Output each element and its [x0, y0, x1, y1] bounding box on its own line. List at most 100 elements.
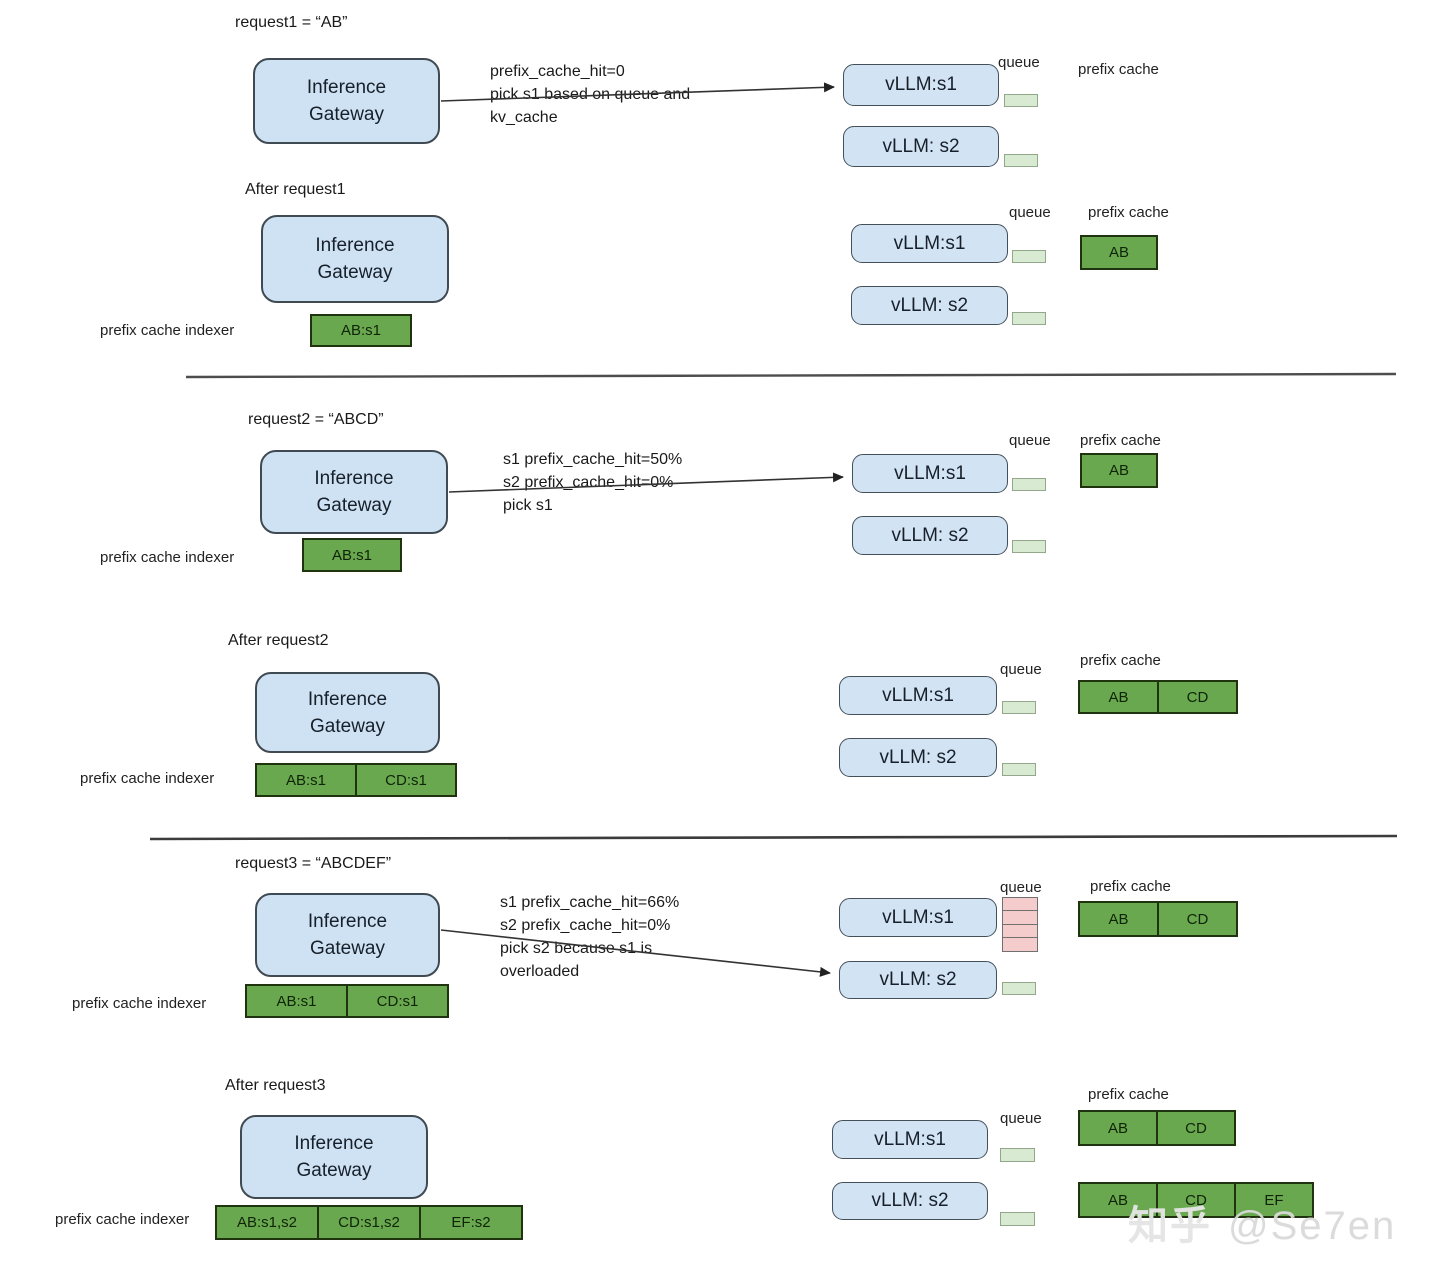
- cache-cell: AB: [1080, 235, 1158, 270]
- inference-gateway-box: Inference Gateway: [261, 215, 449, 303]
- inference-gateway-box: Inference Gateway: [260, 450, 448, 534]
- queue-label: queue: [1009, 204, 1051, 221]
- cache-cell: AB: [1080, 453, 1158, 488]
- request3-title: request3 = “ABCDEF”: [235, 855, 392, 872]
- cache-cell: CD: [1156, 1182, 1236, 1218]
- gateway-label-line2: Gateway: [296, 1160, 372, 1181]
- prefix-cache-indexer-label: prefix cache indexer: [55, 1211, 190, 1228]
- gateway-label-line2: Gateway: [317, 262, 393, 283]
- vllm-s2-box: vLLM: s2: [851, 286, 1008, 325]
- cache-cell: AB: [1078, 1110, 1158, 1146]
- section-divider: [185, 372, 1397, 379]
- queue-indicator-s2: [1004, 154, 1038, 167]
- gateway-label-line1: Inference: [315, 235, 395, 256]
- queue-indicator-s2: [1002, 982, 1036, 995]
- watermark: 知乎@Se7en: [1128, 1193, 1396, 1251]
- request3-note: s1 prefix_cache_hit=66% s2 prefix_cache_…: [500, 891, 679, 983]
- cache-cell: CD: [1156, 1110, 1236, 1146]
- note-line: s1 prefix_cache_hit=50%: [503, 451, 683, 468]
- vllm-s1-box: vLLM:s1: [843, 64, 999, 106]
- indexer-row: AB:s1 CD:s1: [245, 984, 449, 1018]
- queue-indicator-s2: [1012, 312, 1046, 325]
- indexer-cell: AB:s1: [245, 984, 348, 1018]
- indexer-cell: AB:s1,s2: [215, 1205, 319, 1240]
- inference-gateway-box: Inference Gateway: [255, 893, 440, 977]
- prefix-cache-label: prefix cache: [1080, 652, 1161, 669]
- queue-label: queue: [1009, 432, 1051, 449]
- gateway-label-line1: Inference: [307, 688, 388, 710]
- request1-note: prefix_cache_hit=0 pick s1 based on queu…: [490, 60, 690, 129]
- gateway-label-line1: Inference: [294, 1133, 374, 1154]
- prefix-cache-indexer-label: prefix cache indexer: [80, 770, 215, 787]
- queue-indicator-s1: [1012, 478, 1046, 491]
- s1-cache-row: AB: [1080, 453, 1158, 488]
- vllm-s2-box: vLLM: s2: [852, 516, 1008, 555]
- gateway-label-line1: Inference: [307, 911, 388, 932]
- vllm-s2-box: vLLM: s2: [839, 738, 997, 777]
- queue-indicator-s1: [1004, 94, 1038, 107]
- queue-indicator-s2: [1000, 1212, 1035, 1226]
- cache-cell: AB: [1078, 680, 1159, 714]
- indexer-cell: CD:s1: [346, 984, 449, 1018]
- note-line: pick s1 based on queue and: [490, 86, 691, 103]
- after1-title: After request1: [245, 181, 346, 198]
- cache-cell: EF: [1234, 1182, 1314, 1218]
- s1-cache-row: AB: [1080, 235, 1158, 270]
- queue-overloaded-s1: [1002, 897, 1038, 953]
- vllm-s1-box: vLLM:s1: [839, 898, 997, 937]
- gateway-label-line1: Inference: [306, 77, 387, 98]
- queue-indicator-s1: [1002, 701, 1036, 714]
- vllm-s2-box: vLLM: s2: [839, 961, 997, 999]
- queue-indicator-s2: [1012, 540, 1046, 553]
- s1-cache-row: AB CD: [1078, 901, 1238, 937]
- indexer-cell: AB:s1: [302, 538, 402, 572]
- inference-gateway-box: Inference Gateway: [255, 672, 440, 753]
- cache-cell: AB: [1078, 901, 1159, 937]
- vllm-s2-box: vLLM: s2: [832, 1182, 988, 1220]
- s1-cache-row: AB CD: [1078, 1110, 1236, 1146]
- queue-label: queue: [998, 54, 1040, 71]
- indexer-row: AB:s1: [310, 314, 412, 347]
- prefix-cache-label: prefix cache: [1088, 204, 1169, 221]
- queue-indicator-s1: [1000, 1148, 1035, 1162]
- gateway-label-line2: Gateway: [309, 104, 384, 125]
- prefix-cache-indexer-label: prefix cache indexer: [100, 549, 235, 566]
- note-line: pick s2 because s1 is: [500, 940, 653, 957]
- prefix-cache-label: prefix cache: [1078, 61, 1159, 78]
- watermark-handle: @Se7en: [1228, 1204, 1397, 1248]
- indexer-row: AB:s1: [302, 538, 402, 572]
- gateway-label-line2: Gateway: [316, 495, 392, 516]
- vllm-s1-box: vLLM:s1: [832, 1120, 988, 1159]
- gateway-label-line1: Inference: [314, 468, 394, 489]
- note-line: s2 prefix_cache_hit=0%: [503, 474, 674, 491]
- request2-note: s1 prefix_cache_hit=50% s2 prefix_cache_…: [503, 448, 682, 517]
- inference-gateway-box: Inference Gateway: [253, 58, 440, 144]
- after3-title: After request3: [225, 1077, 326, 1094]
- queue-label: queue: [1000, 1110, 1042, 1127]
- indexer-cell: AB:s1: [255, 763, 357, 797]
- note-line: kv_cache: [490, 109, 558, 126]
- queue-indicator-s2: [1002, 763, 1036, 776]
- s2-cache-row: AB CD EF: [1078, 1182, 1314, 1218]
- cache-cell: CD: [1157, 680, 1238, 714]
- prefix-cache-label: prefix cache: [1088, 1086, 1169, 1103]
- after2-title: After request2: [228, 632, 329, 649]
- s1-cache-row: AB CD: [1078, 680, 1238, 714]
- vllm-s1-box: vLLM:s1: [851, 224, 1008, 263]
- queue-label: queue: [1000, 661, 1042, 678]
- prefix-cache-indexer-label: prefix cache indexer: [100, 322, 235, 339]
- indexer-row: AB:s1,s2 CD:s1,s2 EF:s2: [215, 1205, 523, 1240]
- indexer-cell: CD:s1,s2: [317, 1205, 421, 1240]
- request1-title: request1 = “AB”: [235, 14, 348, 31]
- section-divider: [149, 834, 1398, 841]
- prefix-cache-label: prefix cache: [1080, 432, 1161, 449]
- vllm-s2-box: vLLM: s2: [843, 126, 999, 167]
- note-line: prefix_cache_hit=0: [490, 63, 625, 80]
- indexer-cell: AB:s1: [310, 314, 412, 347]
- prefix-cache-label: prefix cache: [1090, 878, 1171, 895]
- cache-cell: CD: [1157, 901, 1238, 937]
- gateway-label-line2: Gateway: [310, 938, 385, 959]
- request2-title: request2 = “ABCD”: [248, 411, 384, 428]
